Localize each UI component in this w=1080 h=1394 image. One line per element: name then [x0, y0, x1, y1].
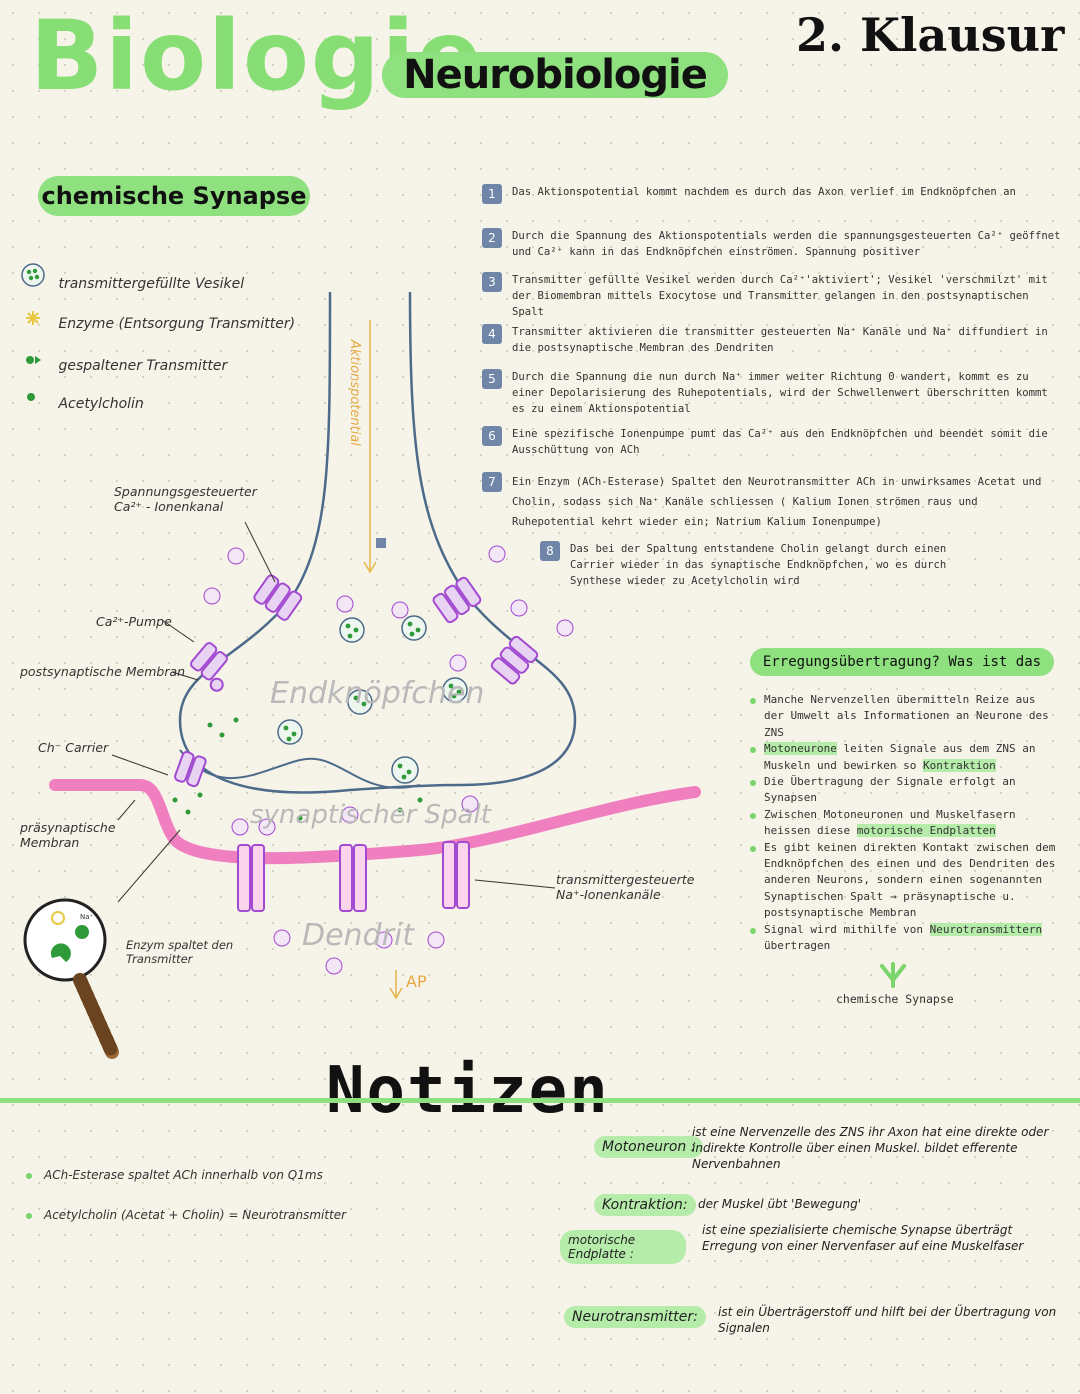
legend-label: gespaltener Transmitter [58, 358, 228, 374]
acetylcholine-icon [20, 388, 46, 412]
section-title: chemische Synapse [38, 176, 310, 216]
topic-title: Neurobiologie [382, 52, 728, 98]
legend-item: gespaltener Transmitter [20, 350, 227, 374]
na-channel [339, 844, 367, 912]
synapse-diagram [23, 291, 701, 1059]
na-ion [273, 929, 445, 975]
aktionspotential-label: Aktionspotential [347, 340, 362, 446]
ca-pump [190, 642, 228, 692]
note-item: Acetylcholin (Acetat + Cholin) = Neurotr… [26, 1208, 346, 1222]
arrow-down-icon [880, 962, 906, 988]
info-item: Die Übertragung der Signale erfolgt an S… [750, 774, 1060, 807]
legend-item: transmittergefüllte Vesikel [20, 262, 244, 292]
split-transmitter-icon [20, 350, 46, 374]
na-channel [237, 844, 265, 912]
term-motoneuron: Motoneuron : [594, 1136, 704, 1158]
ch-carrier [174, 750, 207, 788]
term-endplatte: motorische Endplatte : [560, 1230, 686, 1264]
note-item: ACh-Esterase spaltet ACh innerhalb von Q… [26, 1168, 323, 1182]
ap-label: AP [406, 972, 427, 991]
legend-item: Acetylcholin [20, 388, 144, 412]
spalt-label: synaptischer Spalt [250, 800, 491, 830]
legend-item: Enzyme (Entsorgung Transmitter) [20, 308, 295, 332]
na-channel [442, 841, 470, 909]
info-result: chemische Synapse [836, 992, 954, 1006]
term-kontraktion: Kontraktion: [594, 1194, 696, 1216]
postsyn-label: postsynaptische Membran [20, 664, 186, 679]
na-kanal-label: transmittergesteuerte Na⁺-Ionenkanäle [556, 872, 695, 902]
def-kontraktion: der Muskel übt 'Bewegung' [698, 1197, 862, 1211]
info-item: Motoneurone leiten Signale aus dem ZNS a… [750, 741, 1060, 774]
legend-label: transmittergefüllte Vesikel [58, 276, 245, 292]
endknoepfchen-label: Endknöpfchen [270, 676, 485, 711]
legend-label: Acetylcholin [58, 396, 144, 412]
ca-channel [490, 635, 539, 685]
info-item: Manche Nervenzellen übermitteln Reize au… [750, 692, 1060, 741]
ca-pumpe-label: Ca²⁺-Pumpe [96, 614, 172, 629]
info-title: Erregungsübertragung? Was ist das [750, 648, 1054, 676]
ca-kanal-label: Spannungsgesteuerter Ca²⁺ - Ionenkanal [114, 484, 257, 514]
magnifier-ion-label: Na⁺ [80, 913, 94, 921]
info-list: Manche Nervenzellen übermitteln Reize au… [750, 692, 1060, 955]
vesicle-icon [20, 262, 46, 292]
def-motoneuron: ist eine Nervenzelle des ZNS ihr Axon ha… [692, 1125, 1049, 1171]
ch-carrier-label: Ch⁻ Carrier [38, 740, 109, 755]
info-item: Signal wird mithilfe von Neurotransmitte… [750, 922, 1060, 955]
dendrit-label: Dendrit [302, 918, 415, 953]
ca-channel [253, 574, 303, 621]
legend-label: Enzyme (Entsorgung Transmitter) [58, 316, 296, 332]
def-neurotransmitter: ist ein Überträgerstoff und hilft bei de… [718, 1305, 1057, 1335]
ca-channel [432, 576, 482, 624]
info-item: Es gibt keinen direkten Kontakt zwischen… [750, 840, 1060, 922]
enzym-label: Enzym spaltet den Transmitter [126, 938, 234, 966]
vesicle [277, 615, 468, 784]
enzyme-icon [20, 308, 46, 332]
notes-divider [0, 1098, 1080, 1103]
info-item: Zwischen Motoneuronen und Muskelfasern h… [750, 807, 1060, 840]
exam-title: 2. Klausur [796, 8, 1065, 62]
ca-ion [203, 545, 574, 836]
term-neurotransmitter: Neurotransmitter: [564, 1306, 706, 1328]
def-endplatte: ist eine spezialisierte chemische Synaps… [702, 1223, 1024, 1253]
praesyn-label: präsynaptische Membran [20, 820, 116, 850]
notes-title: Notizen [326, 1054, 610, 1128]
step-badge-mini [376, 538, 386, 548]
magnifier-icon [23, 898, 119, 1059]
